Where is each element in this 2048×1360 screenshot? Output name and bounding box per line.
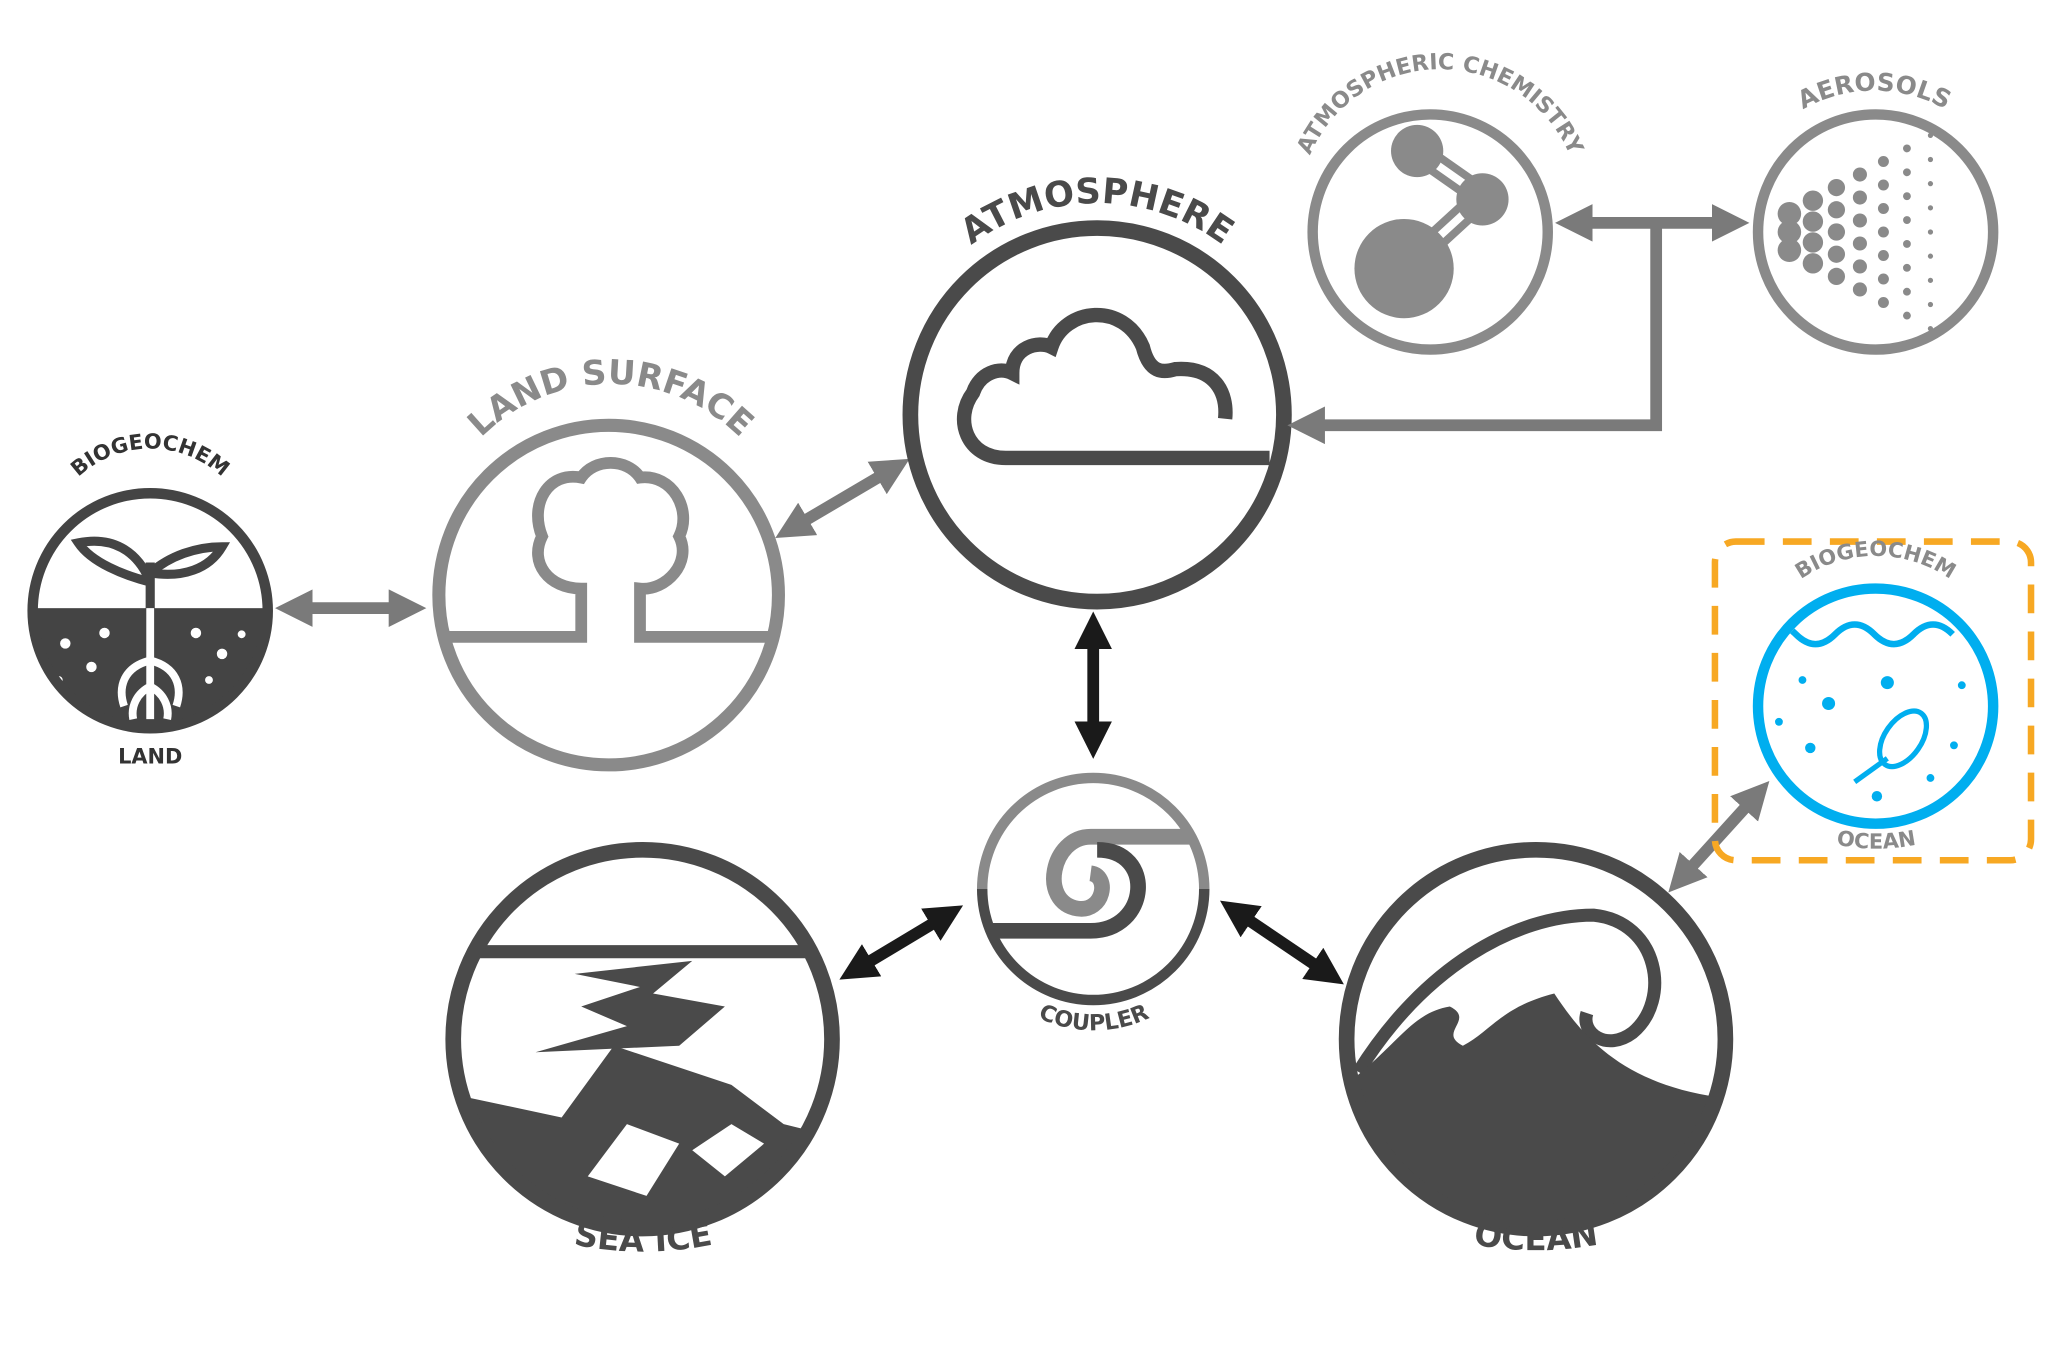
swirl-icon [982,828,1202,939]
tree-icon [445,457,772,643]
aerosol-particle [1777,238,1802,263]
aerosol-particle [1852,282,1867,297]
arrow-chemistry-aerosols-to-atmosphere [1287,222,1663,445]
ocean-node[interactable]: OCEAN [1338,841,1734,1258]
aerosol-particle [1903,311,1911,320]
aerosol-particle [1777,220,1802,244]
plankton-icon [1763,621,1966,802]
aerosol-particle [1927,229,1934,235]
particles-icon [1777,132,1934,332]
biogeochem-land-top-label: BIOGEOCHEM [66,429,234,481]
land-surface-node[interactable]: LAND SURFACE [432,353,785,772]
aerosol-particle [1903,216,1911,224]
plant-soil-icon [35,536,266,726]
arrow-coupler-ocean [1220,900,1344,985]
aerosol-particle [1852,236,1867,251]
aerosol-particle [1877,155,1889,167]
arrow-coupler-sea-ice [839,905,964,980]
aerosol-particle [1852,213,1867,228]
aerosol-particle [1903,240,1911,248]
molecule-icon [1354,124,1509,319]
wave-icon [1353,908,1719,1223]
aerosol-particle [1903,168,1911,177]
atmosphere-label: ATMOSPHERE [953,171,1241,253]
biogeochem-ocean-node[interactable]: BIOGEOCHEM OCEAN [1711,537,2035,864]
aerosol-particle [1877,273,1889,285]
aerosol-particle [1852,167,1867,182]
aerosol-particle [1903,263,1911,272]
aerosol-particle [1827,245,1846,263]
arrow-ocean-bgc-ocean [1668,781,1770,893]
aerosol-particle [1927,301,1934,308]
sea-ice-label: SEA ICE [572,1215,715,1260]
aerosol-particle [1927,205,1934,211]
aerosol-particle [1877,226,1889,238]
highlight-box [1711,538,2035,864]
biogeochem-ocean-bottom-label: OCEAN [1835,826,1917,854]
atmospheric-chemistry-node[interactable]: ATMOSPHERIC CHEMISTRY [1292,49,1589,355]
aerosol-particle [1877,203,1889,214]
atmosphere-node[interactable]: ATMOSPHERE [902,171,1292,610]
aerosol-particle [1903,287,1911,296]
aerosol-particle [1927,156,1934,163]
aerosol-particle [1877,179,1889,191]
aerosol-particle [1852,190,1867,205]
coupler-node[interactable]: COUPLER [976,772,1210,1037]
aerosol-particle [1802,211,1824,232]
aerosol-particle [1777,201,1802,226]
aerosol-particle [1903,192,1911,201]
aerosol-particle [1903,144,1911,153]
aerosol-particle [1827,267,1846,286]
aerosol-particle [1877,297,1889,309]
biogeochem-land-bottom-label: LAND [118,745,182,769]
aerosol-particle [1802,232,1824,253]
aerosol-particle [1877,250,1889,261]
aerosol-particle [1827,223,1846,241]
sea-ice-icon [459,945,826,1223]
aerosols-node[interactable]: AEROSOLS [1752,67,1999,355]
aerosol-particle [1927,326,1934,332]
aerosol-particle [1827,201,1846,219]
ocean-label: OCEAN [1472,1215,1600,1258]
biogeochem-land-node[interactable]: BIOGEOCHEM LAND [26,429,287,769]
aerosol-particle [1927,253,1934,259]
aerosol-particle [1802,253,1824,274]
cloud-icon [957,307,1270,466]
aerosol-particle [1927,277,1934,283]
aerosol-particle [1852,259,1867,274]
aerosol-particle [1827,178,1846,197]
sea-ice-node[interactable]: SEA ICE [444,841,840,1260]
aerosol-particle [1927,132,1934,138]
aerosol-particle [1802,190,1824,211]
arrow-land-surface-atmosphere [775,458,910,539]
aerosols-label: AEROSOLS [1793,67,1956,114]
aerosol-particle [1927,181,1934,187]
